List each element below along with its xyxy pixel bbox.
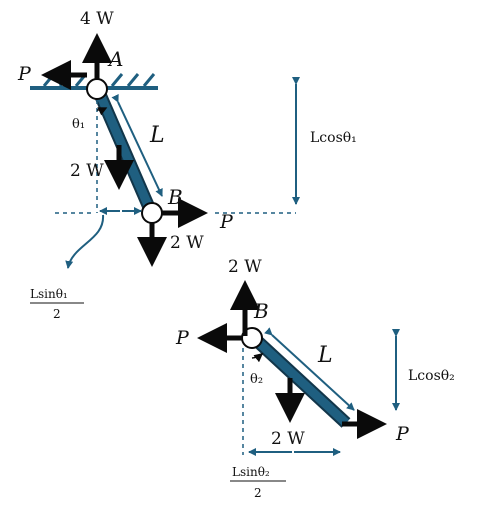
label-L-top: L [149, 123, 165, 148]
label-Lsin1-den: 2 [53, 307, 61, 321]
label-2W-rod1: 2 W [70, 161, 104, 181]
label-2W-below-B: 2 W [170, 233, 204, 253]
label-Lsin2-den: 2 [254, 486, 262, 500]
label-Lsin1-num: Lsinθ₁ [30, 287, 68, 301]
label-P-top-right: P [219, 211, 234, 233]
angle-arc-2 [251, 353, 264, 363]
label-A: A [107, 47, 123, 71]
angle-arc-1 [96, 107, 108, 116]
length-L-dim-1 [111, 93, 163, 197]
label-P-bottom-left: P [175, 327, 190, 349]
label-2W-rod2: 2 W [271, 429, 305, 449]
label-L-bottom: L [317, 343, 333, 368]
length-L-dim-2 [264, 327, 355, 411]
label-2W-top2: 2 W [228, 257, 262, 277]
label-B-bottom: B [253, 299, 269, 323]
label-theta1: θ₁ [72, 117, 85, 132]
label-Lcos2: Lcosθ₂ [408, 368, 455, 384]
label-B-top: B [167, 185, 183, 209]
pivot-A-circle [86, 78, 108, 100]
dim-Lsin1-pointer [65, 214, 105, 269]
label-P-bottom-right: P [395, 423, 410, 445]
label-4W: 4 W [80, 9, 114, 29]
label-Lcos1: Lcosθ₁ [310, 130, 357, 146]
label-P-top-left: P [17, 63, 32, 85]
label-Lsin2-num: Lsinθ₂ [232, 465, 270, 479]
label-theta2: θ₂ [250, 372, 263, 387]
pivot-B-circle [141, 202, 163, 224]
